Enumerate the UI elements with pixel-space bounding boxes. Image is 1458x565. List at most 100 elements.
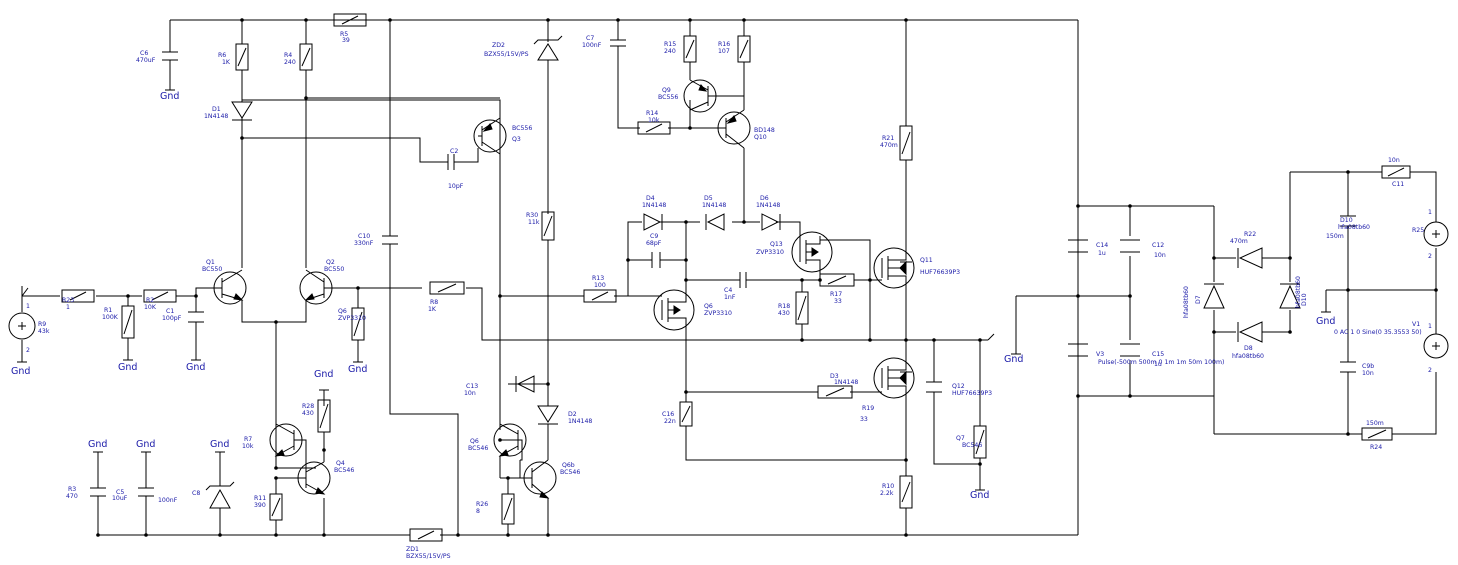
zener-zd2	[533, 35, 563, 61]
label-r22-value: 2.2k	[880, 490, 894, 497]
capacitor-c1	[188, 311, 204, 323]
resistor-r10	[409, 528, 443, 542]
resistor-r22	[899, 475, 913, 509]
label-q13-ref: Q13	[770, 241, 783, 248]
resistor-r13	[583, 289, 617, 303]
resistor-r28	[679, 401, 693, 427]
resistor-r16	[737, 35, 751, 63]
label-r7-value: 430	[302, 410, 314, 417]
capacitor-c15	[1068, 343, 1088, 357]
label-r7-ref: R28	[302, 403, 314, 410]
label-r21-ref: R21	[882, 135, 894, 142]
mosfet-q12	[870, 357, 915, 399]
label-q11-ref: Q11	[920, 257, 933, 264]
label-c4-value: 1nF	[724, 294, 736, 301]
label-d1-ref: D1	[212, 106, 221, 113]
label-q4-ref: R7	[244, 436, 252, 443]
label-v1-value: 150m	[1326, 233, 1344, 240]
label-q6-ref: Q6	[704, 303, 713, 310]
label-c16-ref: Q12	[952, 383, 965, 390]
capacitor-c7	[610, 39, 626, 47]
label-r16-value: 107	[718, 48, 730, 55]
label-d9-ref: D8	[1244, 345, 1253, 352]
label-c13-value: 1u	[1154, 361, 1162, 368]
label-v1-pin2: 2	[1428, 253, 1432, 260]
label-d7-ref: R22	[1244, 231, 1256, 238]
label-r8-value: ZVP3310	[338, 315, 366, 322]
label-zd1-value: 100nF	[158, 497, 178, 504]
zener-zd1	[205, 481, 235, 509]
gnd-label: Gnd	[136, 439, 155, 450]
label-q9-ref: Q9	[662, 87, 671, 94]
label-zd2-value: BZX55/15V/PS	[484, 51, 529, 58]
diode-d2	[515, 375, 535, 393]
label-r18-value: 430	[778, 310, 790, 317]
capacitor-c4	[738, 272, 748, 288]
label-c11-value: 10n	[1362, 370, 1374, 377]
gnd-label: Gnd	[11, 366, 30, 377]
mosfet-q11	[870, 247, 915, 289]
label-r6-ref: R6	[218, 52, 226, 59]
label-d10-value: hfa08tb60	[1295, 276, 1302, 308]
gnd-label: Gnd	[118, 362, 137, 373]
sources	[8, 221, 1449, 359]
label-v3-pin2: 2	[26, 347, 30, 354]
label-r4-ref: R4	[284, 52, 292, 59]
label-q7-value: BC546	[560, 469, 580, 476]
label-v2-pin1: 1	[1428, 323, 1432, 330]
label-q6b-ref: Q6	[470, 438, 479, 445]
label-q6b-value: BC546	[468, 445, 488, 452]
diode-d6	[761, 213, 781, 231]
diode-d7	[1237, 247, 1263, 269]
label-r16-ref: R16	[718, 41, 730, 48]
label-zd2-ref: ZD2	[492, 42, 505, 49]
label-q6-value: ZVP3310	[704, 310, 732, 317]
label-q8-part: BC556	[512, 125, 532, 132]
label-d10-ref: D10	[1301, 293, 1308, 306]
label-v1-pin1: 1	[1428, 209, 1432, 216]
gnd-label: Gnd	[160, 91, 179, 102]
label-q12-value: 33	[860, 416, 868, 423]
capacitor-c13	[1120, 343, 1140, 357]
label-c9b-ref: D10	[1340, 217, 1353, 224]
diode-d9	[1237, 321, 1263, 343]
label-q8-ref: Q3	[512, 136, 521, 143]
diode-d8	[1203, 283, 1225, 309]
ground-stubs	[17, 89, 1331, 491]
label-c6-value: 470uF	[136, 57, 156, 64]
diode-d1	[231, 101, 253, 126]
resistor-r30	[541, 211, 555, 241]
resistor-r7	[317, 399, 331, 433]
label-d4-ref: D4	[646, 195, 655, 202]
label-v3-pin1: 1	[26, 303, 30, 310]
label-r4-value: 240	[284, 59, 296, 66]
label-d3-value: 1N4148	[568, 418, 592, 425]
resistor-r24	[1381, 165, 1411, 179]
label-r23-value: 1	[66, 304, 70, 311]
label-r17-value: 33	[834, 298, 842, 305]
junction-dots	[96, 18, 1438, 537]
capacitor-c11	[1340, 361, 1356, 373]
label-c2-value: 10pF	[448, 183, 464, 190]
label-r11-value: 8	[476, 508, 480, 515]
transistor-q4	[269, 423, 307, 468]
label-q2-ref: Q2	[326, 259, 335, 266]
resistor-r9	[429, 281, 465, 295]
label-v3-ref: R9	[38, 321, 46, 328]
label-c1-value: 100pF	[162, 315, 182, 322]
label-c8-value: 10uF	[112, 495, 128, 502]
label-r19-ref: D3	[830, 373, 839, 380]
diode-d4	[643, 213, 663, 231]
label-c9-ref: C9	[650, 233, 658, 240]
label-c13-ref: C15	[1152, 351, 1164, 358]
capacitor-c6	[162, 51, 178, 61]
label-d6-value: 1N4148	[756, 202, 780, 209]
resistor-r14	[637, 121, 671, 135]
label-r26-ref: Q7	[956, 435, 965, 442]
label-d8-ref: D7	[1195, 295, 1202, 304]
resistor-r3	[269, 493, 283, 521]
label-c5-ref: R3	[68, 486, 76, 493]
gnd-labels: Gnd Gnd Gnd Gnd Gnd Gnd Gnd Gnd Gnd Gnd …	[11, 91, 1335, 501]
label-v1-ref: R25	[1412, 227, 1424, 234]
